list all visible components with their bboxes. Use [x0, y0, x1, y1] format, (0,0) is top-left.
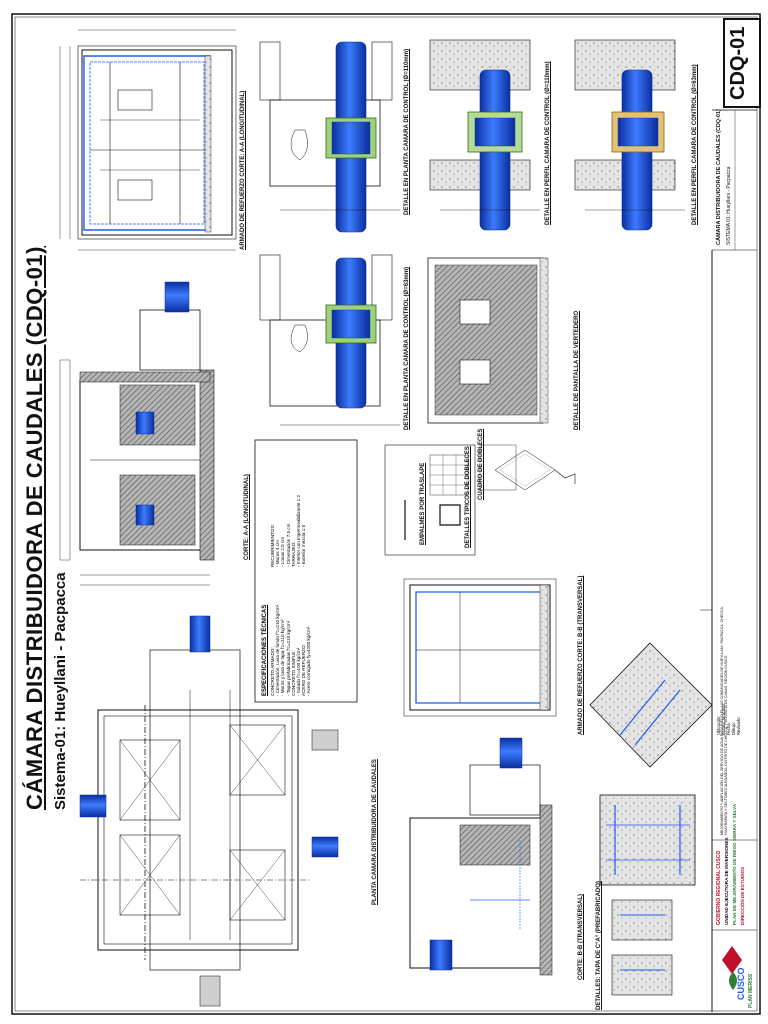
detalle-planta-1	[259, 41, 400, 233]
specs-list: ESPECIFICACIONES TÉCNICAS CONCRETO ARMAD…	[262, 446, 312, 696]
tb-logo-cusco: CUSCO	[736, 967, 746, 1000]
sheet-subtitle: Sistema-01: Hueyllani - Pacpacca	[52, 572, 69, 810]
label-armado-aa: ARMADO DE REFUERZO CORTE: A-A (LONGITUDI…	[240, 90, 246, 250]
specs-box	[254, 439, 358, 703]
label-detalle-tapa: DETALLES: TAPA DE C°A° (PREFABRICADO)	[596, 881, 602, 1010]
tb-institution: GOBIERNO REGIONAL CUSCO	[716, 850, 722, 925]
sheet-inner-border	[14, 16, 758, 1012]
label-corte-bb: CORTE: B-B (TRANSVERSAL)	[578, 894, 584, 980]
detalle-planta-2	[259, 254, 400, 426]
label-detalle-planta-1: DETALLE EN PLANTA CAMARA DE CONTROL (Ø=1…	[404, 48, 410, 215]
tb-logo-meriss: PLAN MERISS	[748, 973, 754, 1008]
spec-line: - Acero corrugado fy=4200 kg/cm²	[306, 626, 312, 696]
label-armado-bb: ARMADO DE REFUERZO CORTE: B-B (TRANSVERS…	[578, 575, 584, 735]
detalle-perfil-1	[429, 39, 540, 231]
label-detalle-vertedero: DETALLE DE PANTALLA DE VERTEDERO	[574, 310, 580, 430]
tapa-drawing	[589, 642, 713, 996]
detalle-perfil-2	[574, 39, 685, 231]
label-cuadro-dobleces: CUADRO DE DOBLECES	[478, 428, 484, 500]
label-planta: PLANTA CAMARA DISTRIBUIDORA DE CAUDALES	[372, 759, 378, 905]
vertedero-drawing	[427, 257, 549, 424]
label-empalmes: EMPALMES POR TRASLAPE	[420, 462, 426, 545]
tb-rows: Ubicación: Escala: Indicada Fecha: Dibuj…	[716, 704, 741, 735]
tb-direction: DIRECCIÓN DE ESTUDIOS	[740, 866, 745, 925]
drawing-code: CDQ-01	[727, 26, 749, 100]
sheet-title-group: CÁMARA DISTRIBUIDORA DE CAUDALES (CDQ-01…	[22, 246, 69, 810]
label-detalle-perfil-1: DETALLE EN PERFIL CAMARA DE CONTROL (Ø=1…	[545, 61, 551, 225]
sheet-title: CÁMARA DISTRIBUIDORA DE CAUDALES (CDQ-01…	[22, 246, 47, 810]
tb-unit: UNIDAD EJECUTORA DE INVERSIONES	[724, 837, 729, 925]
label-detalle-perfil-2: DETALLE EN PERFIL CAMARA DE CONTROL (Ø=6…	[692, 64, 698, 225]
corte-bb-drawing	[409, 737, 553, 976]
tb-row: Revisado:	[736, 716, 741, 735]
corte-aa-drawing	[59, 281, 215, 586]
label-detalle-planta-2: DETALLE EN PLANTA CAMARA DE CONTROL (Ø=6…	[404, 266, 410, 430]
tb-program: PLAN DE MEJORAMIENTO DE RIEGO SIERRA Y S…	[732, 803, 737, 925]
specs-items: CONCRETO ARMADO: - Cimentación, Losa de …	[270, 446, 312, 696]
drawing-code-box: CDQ-01	[723, 18, 761, 108]
title-block-frame	[700, 109, 757, 1012]
spec-line: - Exterior mezcla 1:5	[301, 524, 307, 567]
label-detalles-dobleces: DETALLES TIPICOS DE DOBLECES	[465, 446, 471, 548]
armado-aa-drawing	[59, 29, 237, 251]
sheet-border	[11, 13, 761, 1015]
specs-heading: ESPECIFICACIONES TÉCNICAS	[262, 604, 268, 696]
label-corte-aa: CORTE: A-A (LONGITUDINAL)	[244, 474, 250, 560]
tb-system: SISTEMA 01: Hueyllani - Pacpacca	[726, 166, 732, 245]
planta-drawing	[79, 615, 339, 1007]
dobleces-drawing	[384, 444, 576, 556]
tb-plan-title: CÁMARA DISTRIBUIDORA DE CAUDALES (CDQ-01…	[716, 109, 722, 245]
armado-bb-drawing	[403, 578, 557, 717]
